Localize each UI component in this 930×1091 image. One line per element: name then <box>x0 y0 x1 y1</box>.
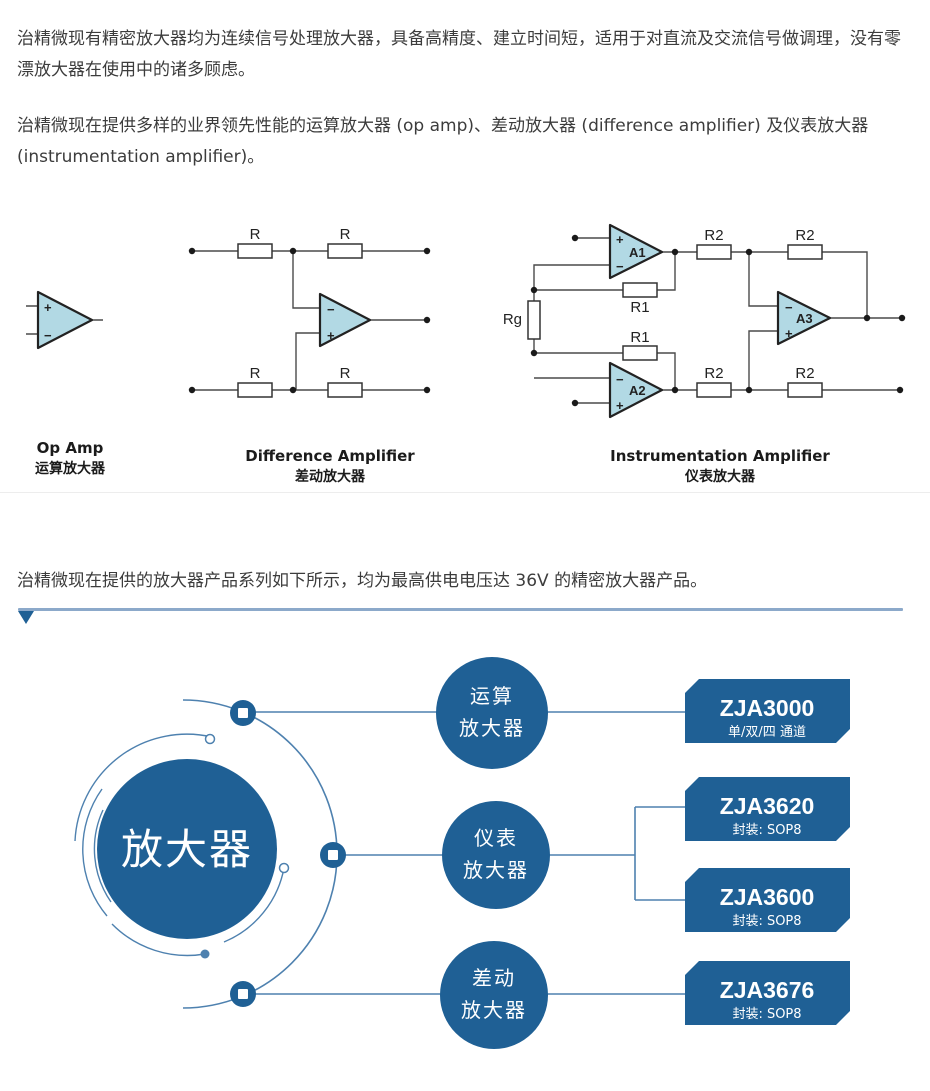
category-label-line2: 放大器 <box>459 716 525 740</box>
faint-divider <box>0 492 930 493</box>
product-box-zja3676: ZJA3676 封装: SOP8 <box>685 961 850 1025</box>
intro-paragraph-1: 治精微现有精密放大器均为连续信号处理放大器，具备高精度、建立时间短，适用于对直流… <box>17 29 901 81</box>
resistor-label: R <box>250 226 261 243</box>
op-amp-caption-en: Op Amp <box>36 439 104 457</box>
product-name: ZJA3676 <box>720 977 815 1003</box>
op-amp-minus-label: − <box>44 328 52 343</box>
difference-amplifier-circuit: R R R R − + <box>188 226 431 398</box>
category-difference-amp: 差动 放大器 <box>440 941 548 1049</box>
resistor-label: R <box>250 365 261 382</box>
product-subtitle: 封装: SOP8 <box>732 1007 801 1022</box>
branch-node <box>230 700 346 1007</box>
category-instrumentation-amp: 仪表 放大器 <box>442 801 550 909</box>
section-marker-triangle-icon <box>18 611 34 624</box>
section-rule <box>18 608 903 611</box>
category-label-line1: 差动 <box>472 966 516 990</box>
hub-label: 放大器 <box>121 825 253 874</box>
instrumentation-amplifier-caption-en: Instrumentation Amplifier <box>610 447 830 465</box>
category-label-line1: 运算 <box>470 684 514 708</box>
amp-a1-label: A1 <box>629 245 646 260</box>
category-op-amp: 运算 放大器 <box>436 657 548 769</box>
resistor-label-r2: R2 <box>704 365 723 382</box>
op-amp-plus-label: + <box>44 300 52 315</box>
product-box-zja3600: ZJA3600 封装: SOP8 <box>685 868 850 932</box>
a2-plus-label: + <box>616 398 624 413</box>
a3-plus-label: + <box>785 326 793 341</box>
hub-amplifier: 放大器 <box>97 759 277 939</box>
resistor-label-rg: Rg <box>503 311 522 328</box>
diff-amp-minus-label: − <box>327 302 335 317</box>
product-name: ZJA3600 <box>720 884 815 910</box>
product-box-zja3000: ZJA3000 单/双/四 通道 <box>685 679 850 743</box>
a1-minus-label: − <box>616 259 624 274</box>
resistor-label-r1: R1 <box>630 329 649 346</box>
instrumentation-amplifier-circuit: R2 R2 R2 R2 R1 R1 Rg A1 A2 A3 + − − + − … <box>503 223 906 419</box>
instrumentation-amplifier-caption-zh: 仪表放大器 <box>685 469 755 485</box>
category-label-line1: 仪表 <box>474 826 518 850</box>
amp-a2-label: A2 <box>629 383 646 398</box>
category-label-line2: 放大器 <box>463 858 529 882</box>
op-amp-symbol: + − <box>26 290 103 350</box>
a1-plus-label: + <box>616 232 624 247</box>
a2-minus-label: − <box>616 372 624 387</box>
arc-end-ring <box>278 862 290 874</box>
category-label-line2: 放大器 <box>461 998 527 1022</box>
product-name: ZJA3000 <box>720 695 815 721</box>
amplifier-topologies-figure: + − R R R R − + <box>26 223 906 419</box>
product-box-zja3620: ZJA3620 封装: SOP8 <box>685 777 850 841</box>
amp-a3-label: A3 <box>796 311 813 326</box>
resistor-label-r1: R1 <box>630 299 649 316</box>
intro-paragraph-2: 治精微现在提供多样的业界领先性能的运算放大器 (op amp)、差动放大器 (d… <box>17 116 869 168</box>
a3-minus-label: − <box>785 300 793 315</box>
op-amp-caption: Op Amp 运算放大器 <box>5 438 135 480</box>
arc-end-dot <box>200 949 210 959</box>
product-subtitle: 单/双/四 通道 <box>728 725 806 740</box>
instrumentation-amplifier-caption: Instrumentation Amplifier 仪表放大器 <box>590 446 850 488</box>
difference-amplifier-caption: Difference Amplifier 差动放大器 <box>215 446 445 488</box>
series-intro-paragraph: 治精微现在提供的放大器产品系列如下所示，均为最高供电电压达 36V 的精密放大器… <box>17 571 708 591</box>
difference-amplifier-caption-en: Difference Amplifier <box>245 447 415 465</box>
arc-end-ring <box>204 733 216 745</box>
product-subtitle: 封装: SOP8 <box>732 823 801 838</box>
hub-decorative-arcs <box>74 733 290 959</box>
op-amp-caption-zh: 运算放大器 <box>35 461 105 477</box>
resistor-label-r2: R2 <box>795 365 814 382</box>
diff-amp-plus-label: + <box>327 328 335 343</box>
difference-amplifier-caption-zh: 差动放大器 <box>295 469 365 485</box>
resistor-label: R <box>340 365 351 382</box>
product-family-diagram: 放大器 运算 放大器 仪表 放大器 差动 放大器 ZJA3000 单/ <box>74 657 850 1049</box>
product-subtitle: 封装: SOP8 <box>732 914 801 929</box>
resistor-label-r2: R2 <box>704 227 723 244</box>
product-name: ZJA3620 <box>720 793 815 819</box>
resistor-label-r2: R2 <box>795 227 814 244</box>
resistor-label: R <box>340 226 351 243</box>
